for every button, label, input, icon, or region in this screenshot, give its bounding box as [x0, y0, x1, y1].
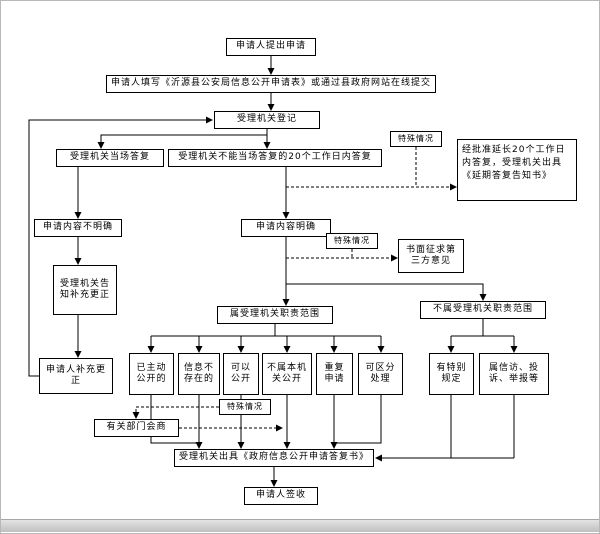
node-separable-handling: 可区分处理: [358, 353, 403, 395]
node-department-consult: 有关部门会商: [94, 419, 179, 437]
node-reply-document: 受理机关出具《政府信息公开申请答复书》: [174, 449, 374, 467]
node-organ-register: 受理机关登记: [214, 111, 320, 129]
node-repeated-application: 重复申请: [316, 353, 353, 395]
node-reply-on-spot: 受理机关当场答复: [56, 149, 164, 167]
node-applicant-supplement: 申请人补充更正: [39, 358, 113, 394]
node-inform-supplement: 受理机关告知补充更正: [53, 265, 117, 315]
node-applicant-submit: 申请人提出申请: [226, 38, 316, 56]
node-can-disclose: 可以公开: [223, 353, 259, 395]
node-info-not-exist: 信息不存在的: [178, 353, 220, 395]
node-special-case-middle: 特殊情况: [326, 233, 378, 249]
node-special-provisions: 有特别规定: [429, 353, 474, 395]
node-extension-notice: 经批准延长20个工作日内答复，受理机关出具《延期答复告知书》: [457, 139, 577, 201]
node-content-unclear: 申请内容不明确: [34, 219, 122, 237]
node-already-public: 已主动公开的: [129, 353, 174, 395]
node-content-clear: 申请内容明确: [241, 219, 331, 237]
node-special-case-bottom: 特殊情况: [219, 399, 271, 415]
node-special-case-top: 特殊情况: [390, 131, 442, 147]
node-outside-scope: 不属受理机关职责范围: [420, 301, 546, 319]
node-petition-complaint: 属信访、投诉、举报等: [479, 353, 549, 395]
node-not-this-organ: 不属本机关公开: [262, 353, 312, 395]
node-third-party-opinion: 书面征求第三方意见: [398, 239, 464, 273]
node-applicant-sign: 申请人签收: [244, 487, 318, 505]
horizontal-scrollbar[interactable]: [1, 519, 599, 532]
node-reply-within-20-days: 受理机关不能当场答复的20个工作日内答复: [168, 149, 382, 167]
node-fill-application-form: 申请人填写《沂源县公安局信息公开申请表》或通过县政府网站在线提交: [106, 75, 436, 93]
node-within-scope: 属受理机关职责范围: [217, 306, 333, 324]
